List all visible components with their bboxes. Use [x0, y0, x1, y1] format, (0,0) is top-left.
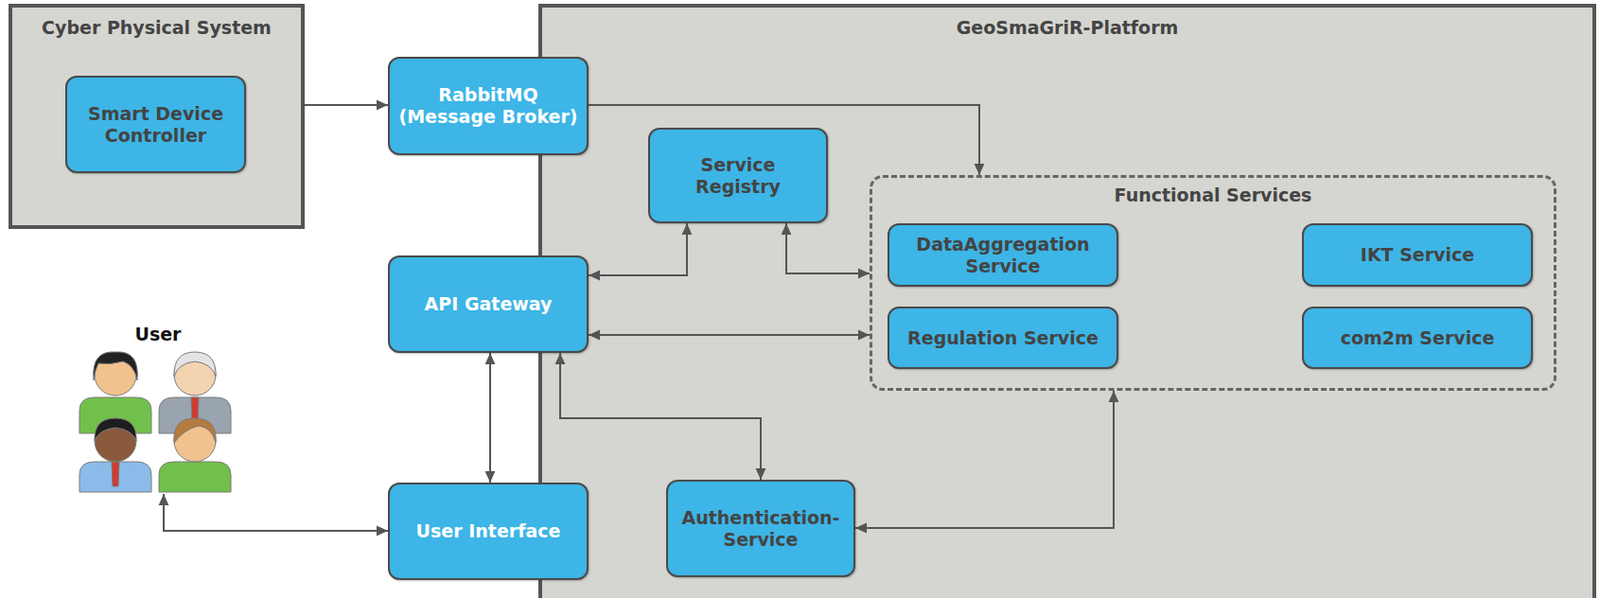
- process-box: Service Registry: [648, 127, 828, 224]
- connector-arrow: [304, 104, 388, 106]
- person-icon: [158, 418, 231, 493]
- box-label: Regulation Service: [907, 327, 1099, 350]
- box-label: com2m Service: [1340, 327, 1495, 350]
- container-title: GeoSmaGriR-Platform: [542, 17, 1593, 39]
- connector-arrow: [588, 105, 980, 176]
- process-box: Smart Device Controller: [65, 75, 247, 174]
- box-label: User Interface: [416, 520, 562, 543]
- process-box: com2m Service: [1301, 306, 1533, 370]
- platform-boundary: GeoSmaGriR-PlatformService RegistryFunct…: [538, 3, 1597, 598]
- container-title: Functional Services: [872, 184, 1554, 207]
- connector-arrow: [560, 352, 761, 480]
- box-label: Smart Device Controller: [71, 103, 240, 147]
- process-box: IKT Service: [1301, 223, 1533, 287]
- process-box: Regulation Service: [887, 306, 1119, 370]
- box-label: DataAggregation Service: [894, 233, 1112, 278]
- process-box: API Gateway: [387, 255, 589, 353]
- process-box: DataAggregation Service: [887, 223, 1119, 287]
- box-label: RabbitMQ (Message Broker): [394, 84, 582, 128]
- service-group: Functional ServicesDataAggregation Servi…: [869, 175, 1557, 391]
- connector-arrow: [588, 334, 870, 336]
- box-label: API Gateway: [424, 293, 553, 316]
- process-box: RabbitMQ (Message Broker): [387, 56, 589, 156]
- connector-arrow: [163, 493, 388, 531]
- connector-arrow: [786, 223, 870, 274]
- box-label: IKT Service: [1360, 244, 1475, 266]
- process-box: Authentication-Service: [666, 479, 856, 578]
- connector-arrow: [489, 352, 492, 483]
- process-box: User Interface: [387, 482, 589, 581]
- connector-arrow: [855, 390, 1114, 528]
- container-title: Cyber Physical System: [12, 17, 301, 39]
- box-label: Service Registry: [671, 154, 805, 198]
- system-boundary: Cyber Physical SystemSmart Device Contro…: [8, 3, 305, 229]
- group-label: User: [76, 322, 240, 346]
- person-icon: [79, 418, 152, 493]
- connector-arrow: [588, 223, 687, 276]
- box-label: Authentication-Service: [672, 507, 849, 551]
- user-group: User: [76, 322, 240, 494]
